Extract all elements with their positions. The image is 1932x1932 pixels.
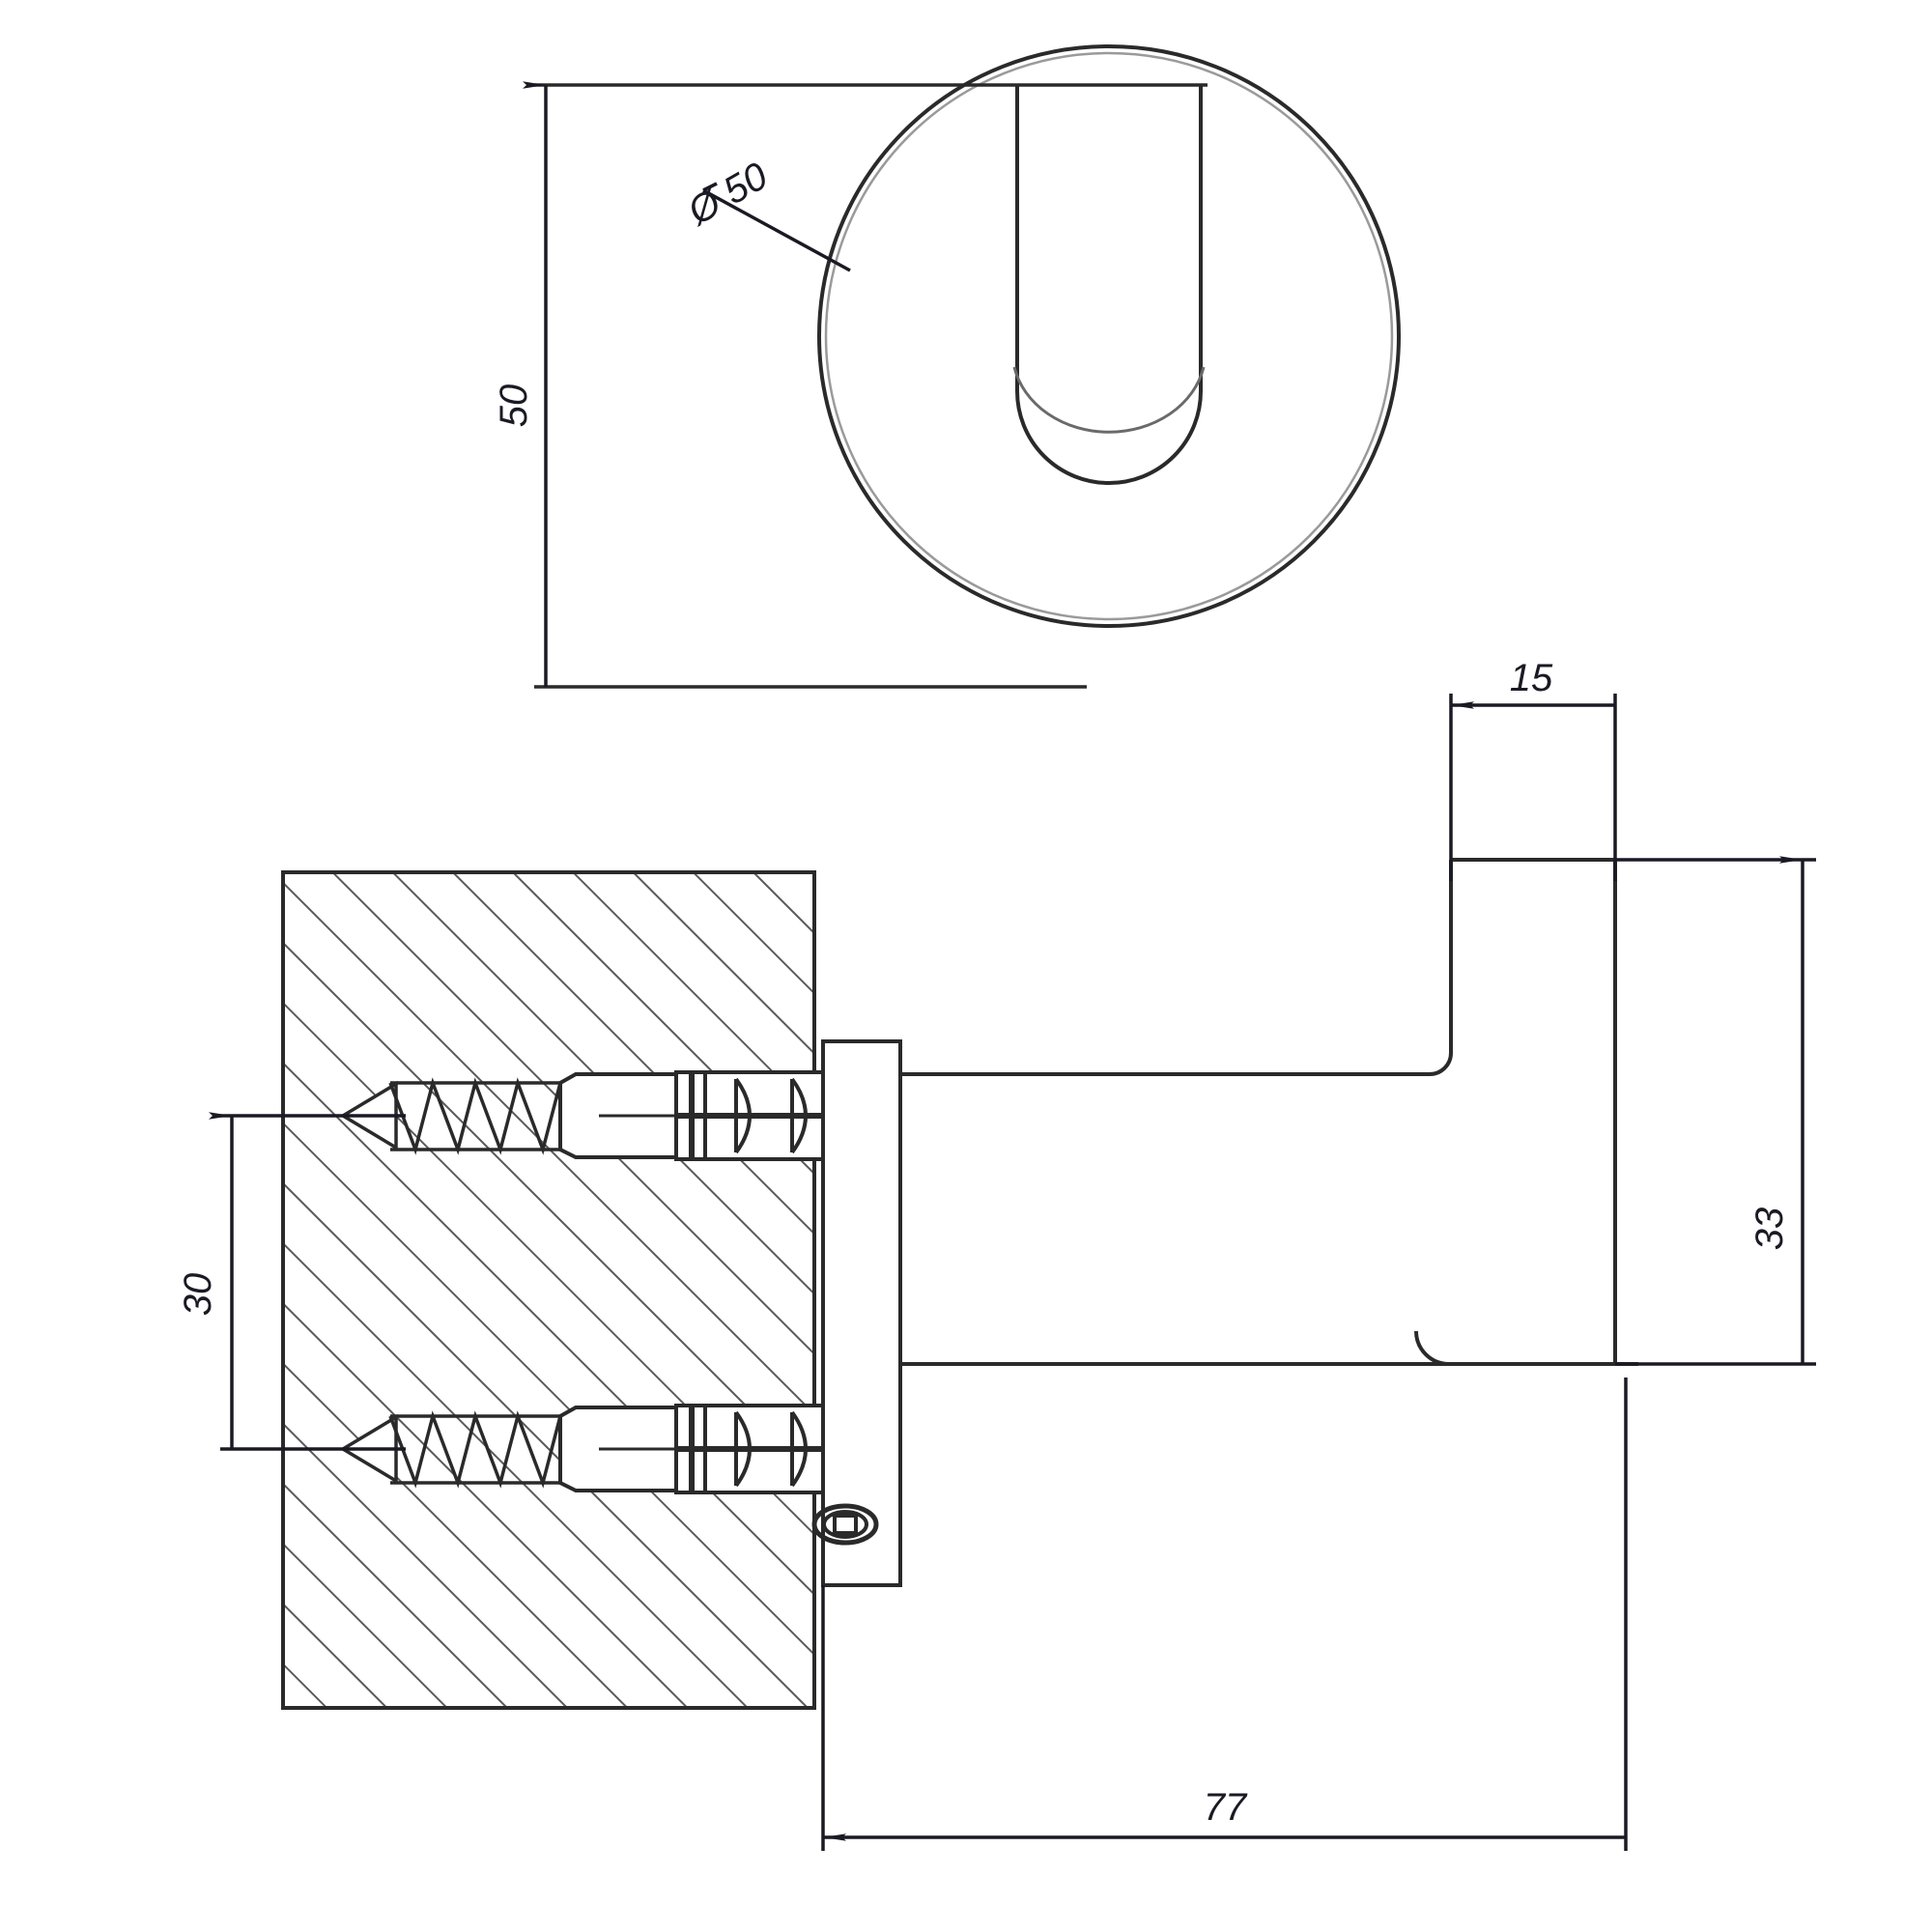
top-view-group: 50 Ø 50 bbox=[493, 44, 1401, 687]
rose-inner-edge-circle bbox=[824, 51, 1394, 621]
projection-dimension-text: 77 bbox=[1204, 1786, 1248, 1829]
rose-outer-circle bbox=[817, 44, 1401, 628]
screw-spacing-dimension-text: 30 bbox=[177, 1273, 219, 1317]
rose-slot-u-shape bbox=[1015, 85, 1203, 485]
hook-arm-upper-profile bbox=[900, 860, 1453, 1076]
diameter-leader-line bbox=[702, 188, 851, 272]
wall-section bbox=[281, 870, 816, 1710]
section-view-group: 30 15 33 77 bbox=[177, 657, 1816, 1851]
wall-outline bbox=[281, 870, 816, 1710]
grub-screw-detail bbox=[811, 1503, 879, 1546]
topview-height-dimension-text: 50 bbox=[493, 384, 535, 428]
lip-width-dimension-text: 15 bbox=[1510, 657, 1553, 699]
diameter-leader-shoulder bbox=[702, 182, 718, 192]
anchor-upper bbox=[599, 1070, 825, 1161]
wall-hatch-fill bbox=[283, 872, 814, 1708]
rose-plate-section bbox=[821, 1039, 902, 1587]
grub-screw-mid-ring bbox=[822, 1510, 868, 1539]
grub-screw-slot bbox=[833, 1514, 858, 1535]
rose-slot-inner-arc bbox=[1012, 366, 1206, 434]
hook-arm-lower-profile bbox=[1414, 1330, 1638, 1366]
anchor-lower bbox=[599, 1404, 825, 1494]
hook-height-dimension-text: 33 bbox=[1748, 1208, 1791, 1251]
grub-screw-outer-ring bbox=[811, 1503, 879, 1546]
